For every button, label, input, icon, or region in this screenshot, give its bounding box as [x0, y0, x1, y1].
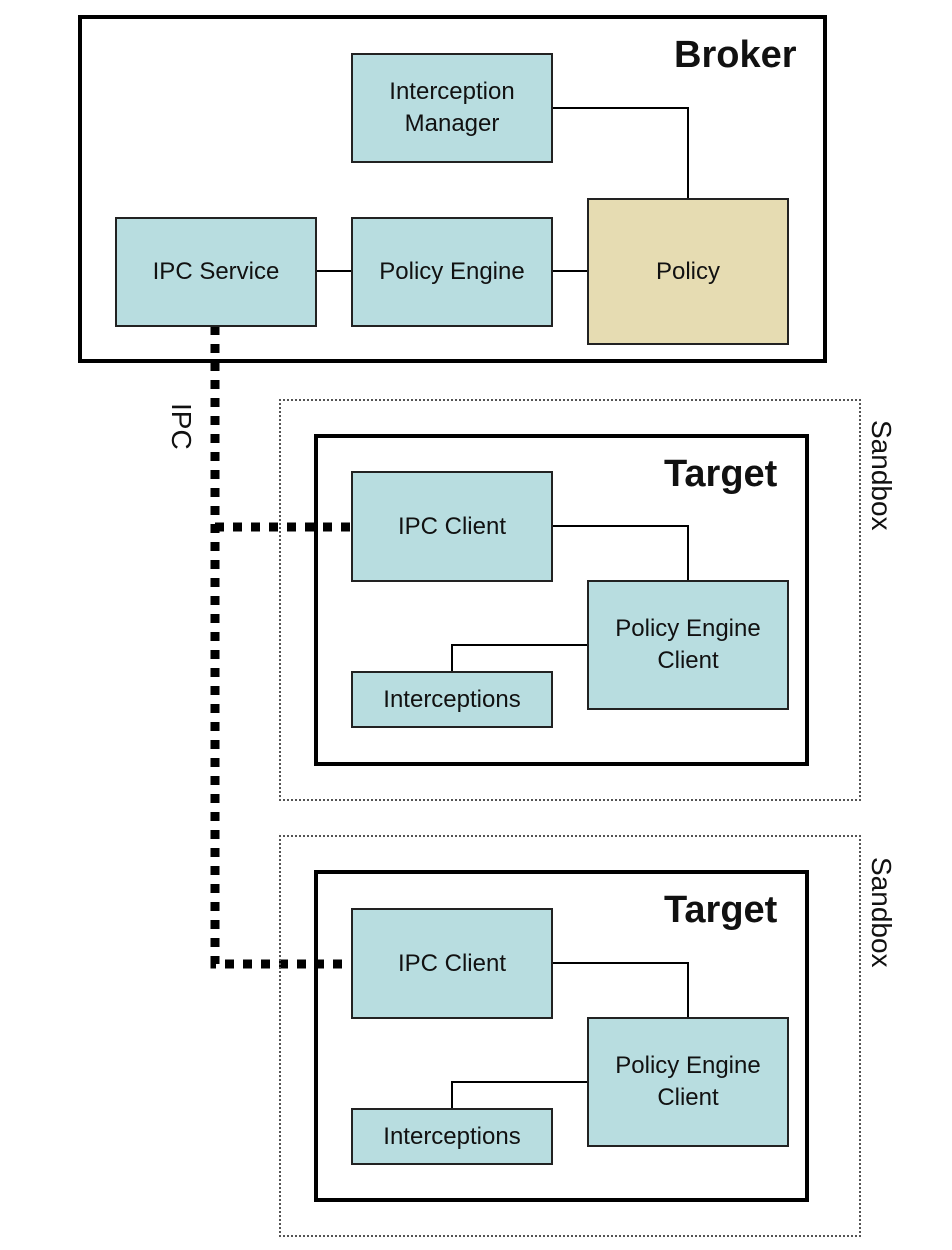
- interceptions-to-pe-client-line-2: [451, 1081, 588, 1109]
- ipc-service-box: IPC Service: [115, 217, 317, 327]
- policy-engine-client-box-1: Policy Engine Client: [587, 580, 789, 710]
- policy-engine-client-box-2: Policy Engine Client: [587, 1017, 789, 1147]
- sandbox-label-1: Sandbox: [866, 420, 897, 531]
- sandbox-frame-1: [279, 399, 861, 801]
- ipc-client-box-1: IPC Client: [351, 471, 553, 582]
- broker-frame: [78, 15, 827, 363]
- interceptions-box-2: Interceptions: [351, 1108, 553, 1165]
- target-frame-1: [314, 434, 809, 766]
- ipc-client-to-pe-client-line-2: [552, 962, 689, 1018]
- interceptions-to-pe-client-line-1: [451, 644, 588, 672]
- ipc-client-to-pe-client-line-1: [552, 525, 689, 581]
- ipc-channel-line: [210, 326, 352, 969]
- target-title-1: Target: [664, 453, 778, 495]
- target-title-2: Target: [664, 889, 778, 931]
- broker-title: Broker: [674, 34, 797, 76]
- target-frame-2: [314, 870, 809, 1202]
- policy-engine-box: Policy Engine: [351, 217, 553, 327]
- sandbox-frame-2: [279, 835, 861, 1237]
- sandbox-label-2: Sandbox: [866, 857, 897, 968]
- ipc-client-box-2: IPC Client: [351, 908, 553, 1019]
- ipc-label: IPC: [166, 403, 197, 450]
- interceptions-box-1: Interceptions: [351, 671, 553, 728]
- interception-manager-box: Interception Manager: [351, 53, 553, 163]
- policy-box: Policy: [587, 198, 789, 345]
- interception-manager-to-policy-line: [552, 107, 689, 199]
